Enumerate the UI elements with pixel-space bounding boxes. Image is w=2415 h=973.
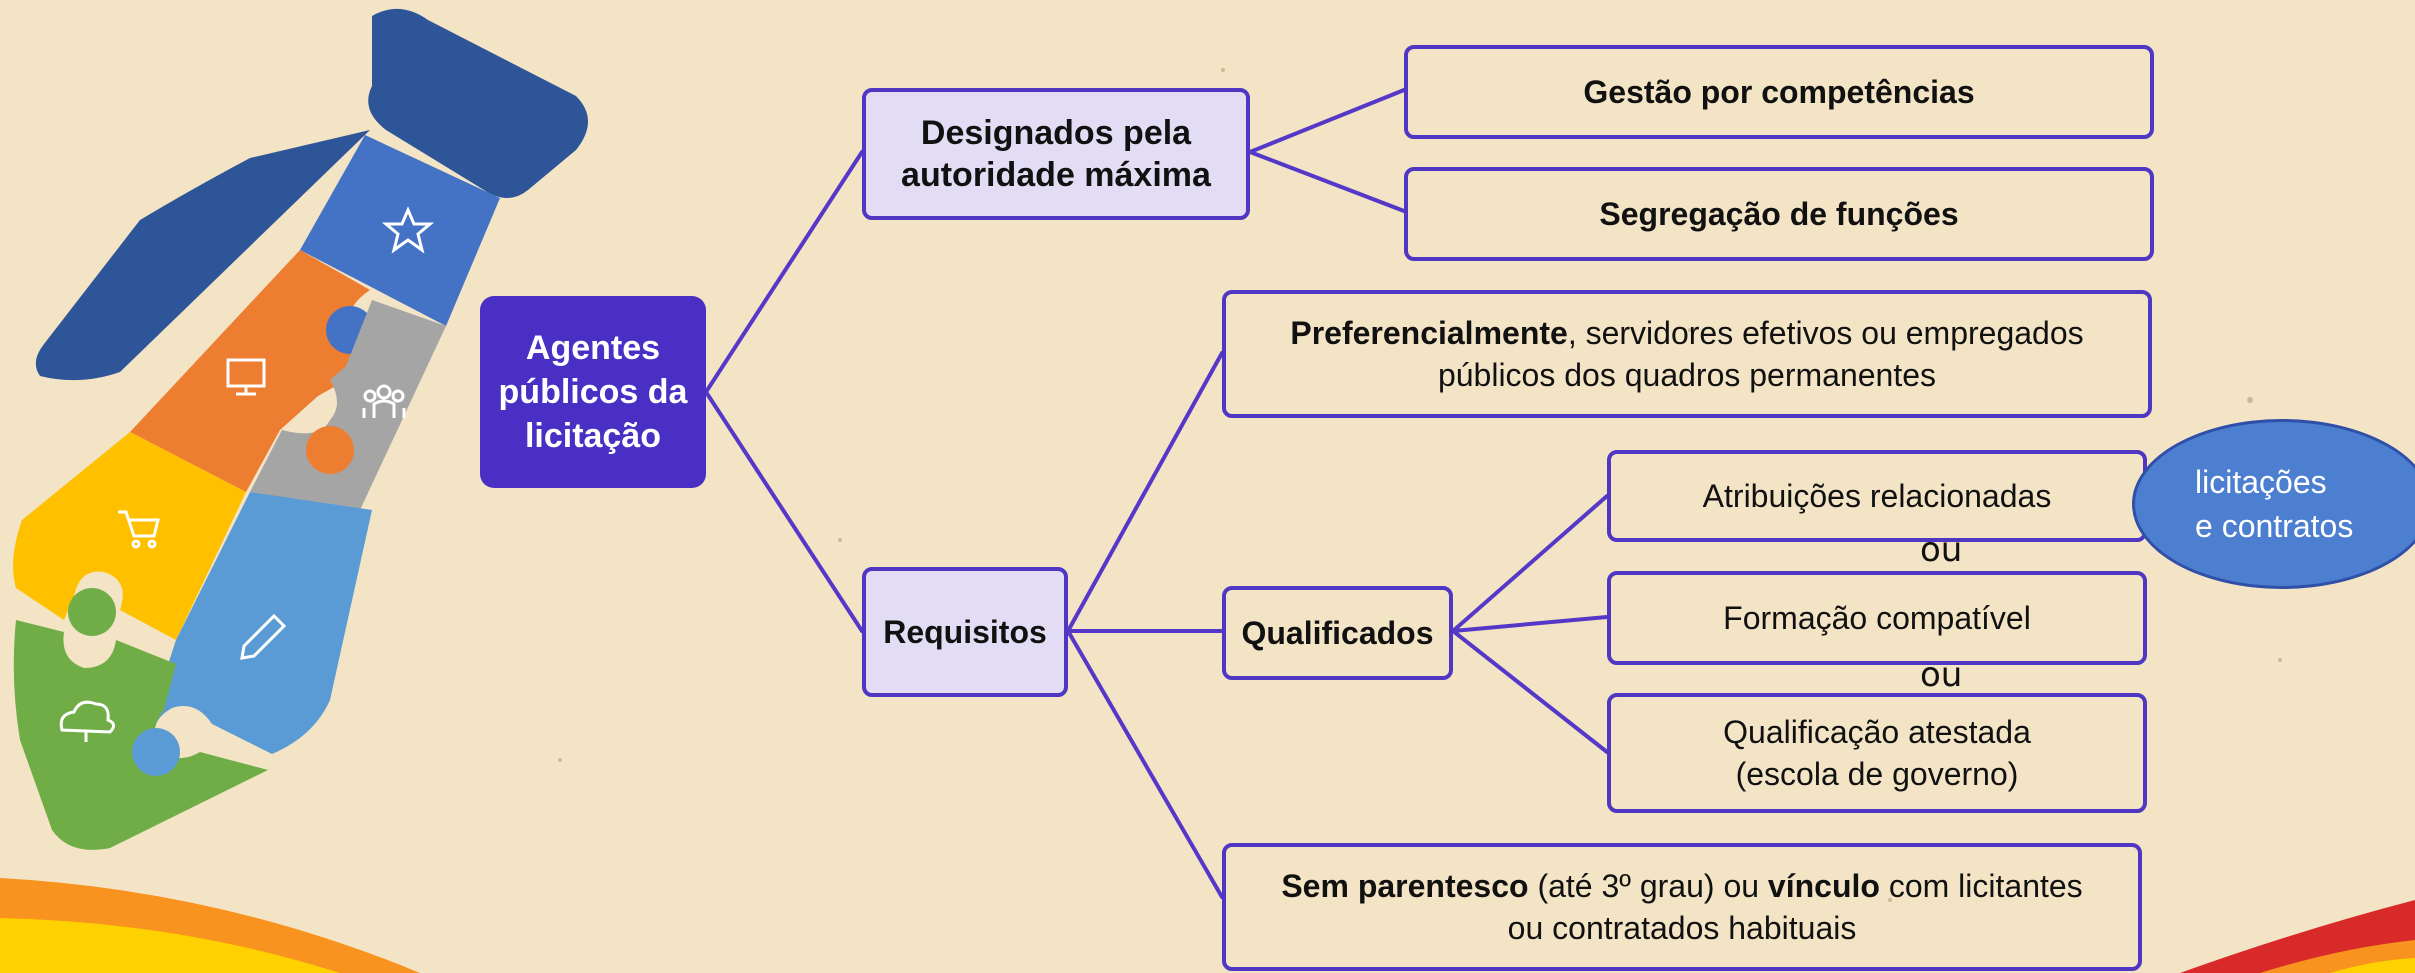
preferencial-line-2: públicos dos quadros permanentes <box>1437 357 1937 393</box>
ellipse-licitacoes: licitações e contratos <box>2132 419 2415 589</box>
tie-piece-orange <box>130 250 370 492</box>
node-parentesco: Sem parentesco (até 3º grau) ou vínculo … <box>1222 843 2142 971</box>
node-designados: Designados pela autoridade máxima <box>862 88 1250 220</box>
atribuicoes-label: Atribuições relacionadas <box>1702 478 2052 514</box>
star-icon <box>381 206 435 254</box>
pencil-icon <box>240 613 287 660</box>
tie-illustration <box>13 8 588 850</box>
connector-requisitos-preferencial <box>1066 351 1224 633</box>
node-formacao: Formação compatível <box>1607 571 2147 665</box>
designados-line-1: Designados pela <box>920 114 1192 152</box>
connector-designados-gestao <box>1248 88 1406 154</box>
designados-line-2: autoridade máxima <box>901 156 1211 194</box>
preferencial-bold: Preferencialmente <box>1290 315 1568 351</box>
qualificacao-line-1: Qualificação atestada <box>1723 714 2031 750</box>
root-line-1: Agentes <box>525 329 661 367</box>
tie-puzzle-knob-light-blue <box>132 728 180 776</box>
formacao-label: Formação compatível <box>1723 600 2031 636</box>
connector-qualificados-formacao <box>1451 615 1609 633</box>
parentesco-line-2: ou contratados habituais <box>1507 910 1857 946</box>
parentesco-rest: com licitantes <box>1879 868 2083 904</box>
node-gestao: Gestão por competências <box>1404 45 2154 139</box>
tie-blade-back <box>35 130 370 381</box>
node-qualificados: Qualificados <box>1222 586 1453 680</box>
qualificacao-line-2: (escola de governo) <box>1735 756 2019 792</box>
connector-qualificados-atribuicoes <box>1451 494 1609 633</box>
cloud-icon <box>59 700 115 742</box>
connector-designados-segregacao <box>1248 150 1406 213</box>
root-line-2: públicos da <box>498 373 688 411</box>
gestao-label: Gestão por competências <box>1583 74 1975 110</box>
people-icon <box>362 384 406 418</box>
requisitos-label: Requisitos <box>883 614 1047 650</box>
node-qualificacao: Qualificação atestada (escola de governo… <box>1607 693 2147 813</box>
ellipse-line-1: licitações <box>2195 464 2327 500</box>
parentesco-bold-2: vínculo <box>1767 868 1880 904</box>
tie-piece-light-blue <box>150 492 372 754</box>
or-label-1: ou <box>1920 530 1963 570</box>
node-requisitos: Requisitos <box>862 567 1068 697</box>
tie-knot <box>368 8 588 199</box>
tie-puzzle-knob-green <box>68 588 116 636</box>
qualificados-label: Qualificados <box>1241 615 1434 651</box>
tie-piece-blue <box>300 135 500 326</box>
ellipse-line-2: e contratos <box>2195 508 2354 544</box>
parentesco-mid: (até 3º grau) ou <box>1528 868 1768 904</box>
node-atribuicoes: Atribuições relacionadas <box>1607 450 2147 542</box>
tie-puzzle-knob-orange <box>306 426 354 474</box>
connector-qualificados-qualificacao <box>1451 629 1609 754</box>
root-line-3: licitação <box>524 417 662 455</box>
connector-requisitos-parentesco <box>1066 629 1224 899</box>
or-label-2: ou <box>1920 655 1963 695</box>
parentesco-bold-1: Sem parentesco <box>1281 868 1529 904</box>
tie-piece-gray <box>250 300 446 510</box>
node-segregacao: Segregação de funções <box>1404 167 2154 261</box>
root-node-agentes: Agentes públicos da licitação <box>480 296 706 488</box>
preferencial-rest: , servidores efetivos ou empregados <box>1567 315 2084 351</box>
segregacao-label: Segregação de funções <box>1599 196 1959 232</box>
monitor-icon <box>226 358 266 396</box>
cart-icon <box>118 510 160 549</box>
tie-piece-yellow <box>13 432 246 640</box>
connector-root-requisitos <box>704 390 864 633</box>
node-preferencial: Preferencialmente, servidores efetivos o… <box>1222 290 2152 418</box>
connector-root-designados <box>704 150 864 394</box>
